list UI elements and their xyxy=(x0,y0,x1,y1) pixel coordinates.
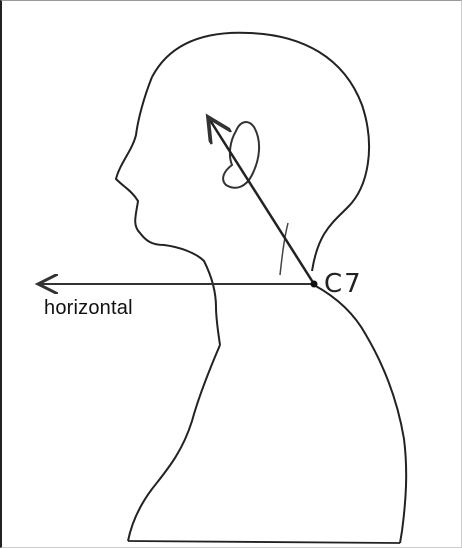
c7-label: C7 xyxy=(324,269,363,299)
ear xyxy=(223,122,259,188)
chest-outline xyxy=(128,345,220,541)
tragus-to-c7-line xyxy=(208,117,314,284)
horizontal-label: horizontal xyxy=(44,297,133,320)
head-silhouette xyxy=(152,33,369,271)
torso-outline xyxy=(314,285,406,543)
torso-base xyxy=(128,541,400,543)
c7-landmark-dot xyxy=(311,281,318,288)
